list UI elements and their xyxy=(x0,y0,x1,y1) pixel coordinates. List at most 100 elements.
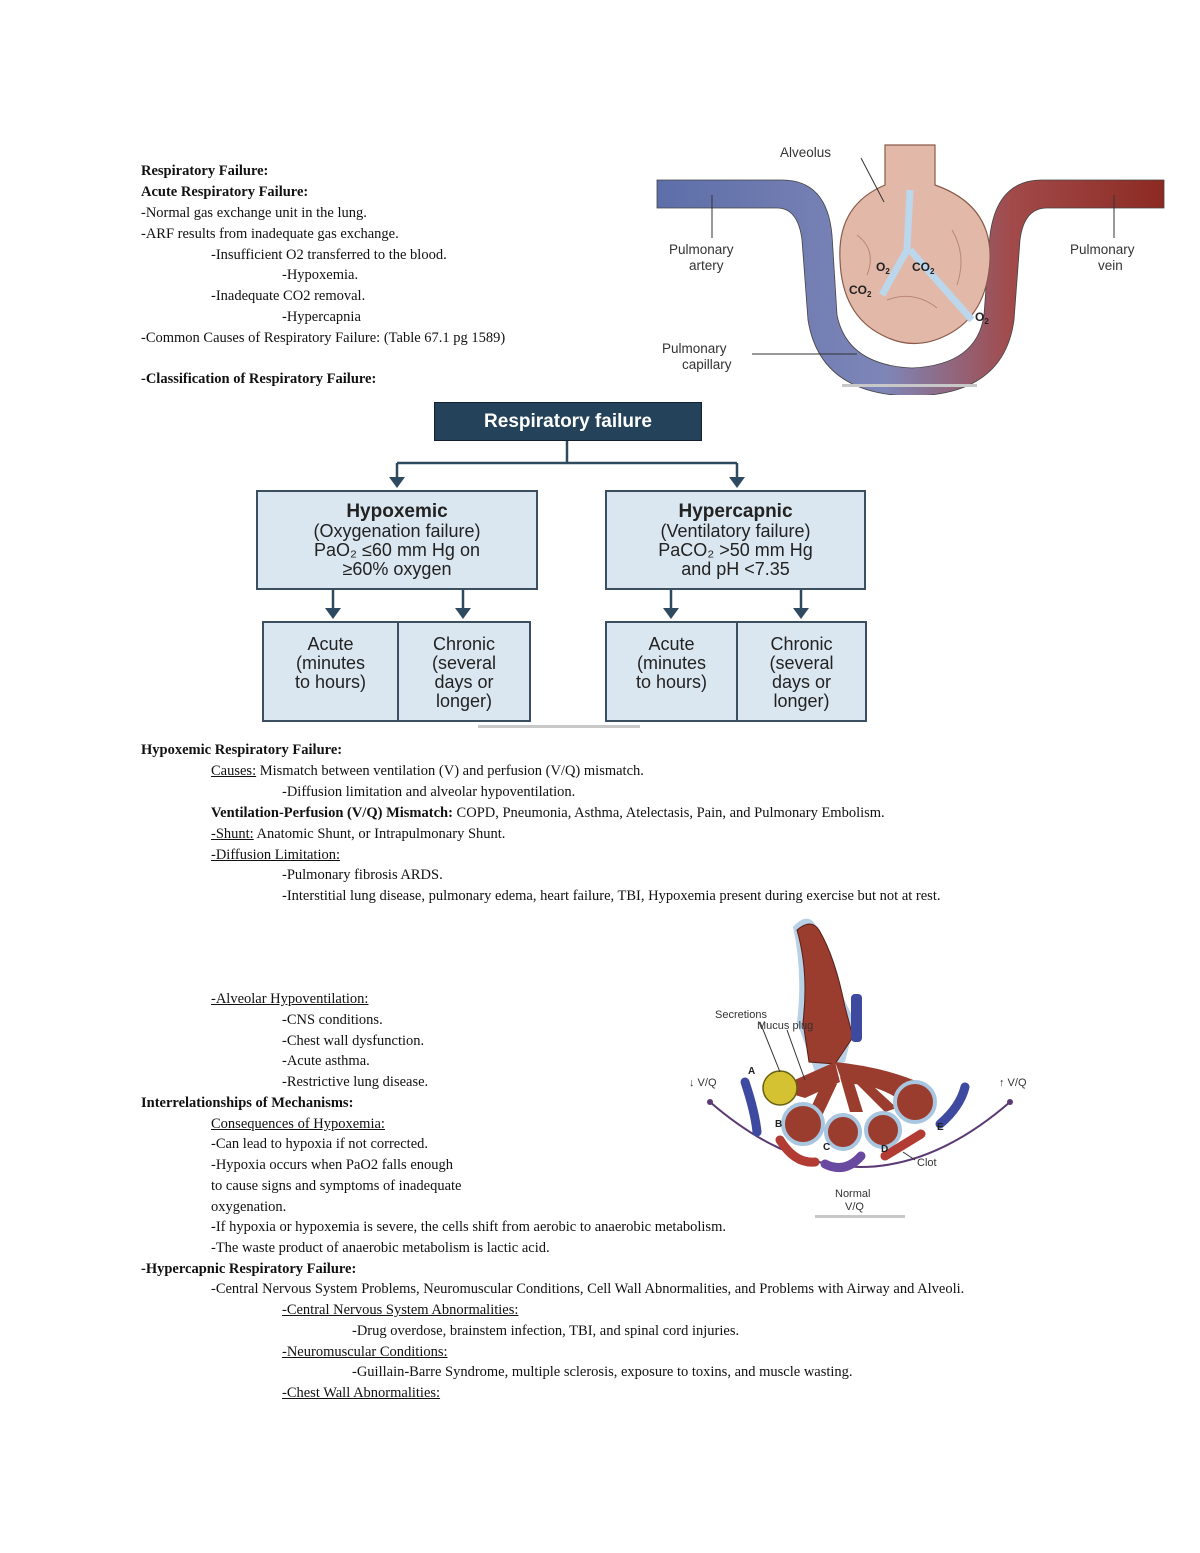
alveolus-diagram: O2 CO2 CO2 O2 Alveolus Pulmonary artery … xyxy=(656,144,1165,395)
o2-label: O xyxy=(876,260,885,274)
svg-text:O2: O2 xyxy=(876,260,890,276)
hypoxemic-line: ≥60% oxygen xyxy=(342,559,452,579)
interrelationships-heading: Interrelationships of Mechanisms: xyxy=(141,1095,354,1111)
vein-label-line1: Pulmonary xyxy=(1070,242,1135,257)
acute-line: (minutes xyxy=(295,653,366,673)
alveolus-label: Alveolus xyxy=(780,145,831,160)
consequence-item: -If hypoxia or hypoxemia is severe, the … xyxy=(211,1219,726,1235)
vein-label-line2: vein xyxy=(1098,258,1123,273)
vq-mismatch-diagram: Secretions Mucus plug ↓ V/Q ↑ V/Q Clot N… xyxy=(689,918,1027,1218)
cns-text: -Drug overdose, brainstem infection, TBI… xyxy=(352,1323,740,1339)
hypercapnic-title: Hypercapnic xyxy=(678,501,793,522)
acute-box-left: Acute (minutes to hours) xyxy=(262,621,399,722)
diffusion-alveolar-line: -Diffusion limitation and alveolar hypov… xyxy=(282,784,576,800)
hypercapnic-line: (Ventilatory failure) xyxy=(660,521,811,541)
chronic-line: days or xyxy=(771,672,832,692)
chronic-box-left: Chronic (several days or longer) xyxy=(397,621,531,722)
consequence-item: -Can lead to hypoxia if not corrected. xyxy=(211,1136,429,1152)
causes-label: Causes: xyxy=(211,763,257,779)
neuro-label: -Neuromuscular Conditions: xyxy=(282,1344,448,1360)
intro-line: -Hypercapnia xyxy=(282,309,361,325)
chronic-box-right: Chronic (several days or longer) xyxy=(736,621,867,722)
svg-text:CO2: CO2 xyxy=(849,283,872,299)
shunt-text: Anatomic Shunt, or Intrapulmonary Shunt. xyxy=(253,826,506,842)
copyright-strip xyxy=(478,725,640,728)
letter-c: C xyxy=(823,1142,830,1153)
chronic-line: longer) xyxy=(773,691,830,711)
intro-line: -Insufficient O2 transferred to the bloo… xyxy=(211,247,447,263)
letter-d: D xyxy=(881,1144,888,1155)
secretions-label: Secretions xyxy=(715,1009,767,1021)
flowchart-connectors xyxy=(325,440,809,619)
low-vq-label: ↓ V/Q xyxy=(689,1077,717,1089)
neuro-text: -Guillain-Barre Syndrome, multiple scler… xyxy=(352,1364,853,1380)
vq-arc xyxy=(709,1101,1011,1168)
artery-label-line1: Pulmonary xyxy=(669,242,734,257)
shunt-label: -Shunt: xyxy=(211,826,254,842)
acute-line: to hours) xyxy=(635,672,708,692)
intro-line: -Inadequate CO2 removal. xyxy=(211,288,366,304)
airway-trunk xyxy=(796,923,854,1065)
alveolar-label: -Alveolar Hypoventilation: xyxy=(211,991,369,1007)
pulmonary-capillary-vessel xyxy=(656,179,1165,395)
acute-box-right: Acute (minutes to hours) xyxy=(605,621,738,722)
chronic-line: Chronic xyxy=(432,634,496,654)
cns-label: -Central Nervous System Abnormalities: xyxy=(282,1302,519,1318)
letter-a: A xyxy=(748,1066,755,1077)
consequence-item: -The waste product of anaerobic metaboli… xyxy=(211,1240,550,1256)
consequence-item: to cause signs and symptoms of inadequat… xyxy=(211,1178,462,1194)
alveolar-item: -Acute asthma. xyxy=(282,1053,370,1069)
vq-line: Ventilation-Perfusion (V/Q) Mismatch: CO… xyxy=(211,804,885,822)
co2-label: CO xyxy=(912,260,930,274)
letter-b: B xyxy=(775,1119,782,1130)
chronic-line: Chronic xyxy=(770,634,833,654)
hypercapnic-causes: -Central Nervous System Problems, Neurom… xyxy=(211,1281,965,1297)
vq-label: Ventilation-Perfusion (V/Q) Mismatch: xyxy=(211,805,453,821)
chronic-line: days or xyxy=(434,672,494,692)
hypercapnic-line: PaCO₂ >50 mm Hg xyxy=(658,540,813,560)
hypoxemic-box: Hypoxemic (Oxygenation failure) PaO₂ ≤60… xyxy=(256,490,538,590)
svg-text:CO2: CO2 xyxy=(912,260,935,276)
intro-line: -Common Causes of Respiratory Failure: (… xyxy=(141,330,506,346)
page-title: Respiratory Failure: xyxy=(141,163,269,179)
chronic-line: longer) xyxy=(435,691,493,711)
alveolar-item: -Chest wall dysfunction. xyxy=(282,1033,425,1049)
co2-label: CO xyxy=(849,283,867,297)
mucus-plug xyxy=(762,1070,798,1106)
chest-wall-label: -Chest Wall Abnormalities: xyxy=(282,1385,441,1401)
acute-line: (minutes xyxy=(636,653,707,673)
hypoxemic-line: (Oxygenation failure) xyxy=(313,521,481,541)
section-heading-acute: Acute Respiratory Failure: xyxy=(141,184,309,200)
normal-vq-label: V/Q xyxy=(845,1201,864,1213)
acute-line: Acute xyxy=(307,634,354,654)
diffusion-item: -Interstitial lung disease, pulmonary ed… xyxy=(282,888,941,904)
shunt-line: -Shunt: Anatomic Shunt, or Intrapulmonar… xyxy=(211,825,505,843)
hypercapnic-box: Hypercapnic (Ventilatory failure) PaCO₂ … xyxy=(605,490,866,590)
consequence-item: oxygenation. xyxy=(211,1199,287,1215)
mucus-plug-label: Mucus plug xyxy=(757,1020,813,1032)
hypoxemic-heading: Hypoxemic Respiratory Failure: xyxy=(141,742,343,758)
causes-text: Mismatch between ventilation (V) and per… xyxy=(256,763,644,779)
svg-text:O2: O2 xyxy=(975,310,989,326)
chronic-line: (several xyxy=(431,653,497,673)
o2-label: O xyxy=(975,310,984,324)
alveolar-item: -Restrictive lung disease. xyxy=(282,1074,429,1090)
alveolar-item: -CNS conditions. xyxy=(282,1012,383,1028)
capillary-label-line2: capillary xyxy=(682,357,732,372)
flowchart-root: Respiratory failure xyxy=(434,402,702,441)
acute-line: to hours) xyxy=(294,672,367,692)
high-vq-label: ↑ V/Q xyxy=(999,1077,1027,1089)
consequence-item: -Hypoxia occurs when PaO2 falls enough xyxy=(211,1157,454,1173)
causes-line: Causes: Mismatch between ventilation (V)… xyxy=(211,762,644,780)
hypercapnic-heading: -Hypercapnic Respiratory Failure: xyxy=(141,1261,357,1277)
normal-label: Normal xyxy=(835,1188,870,1200)
chronic-line: (several xyxy=(769,653,834,673)
letter-e: E xyxy=(937,1122,944,1133)
diffusion-label: -Diffusion Limitation: xyxy=(211,847,341,863)
intro-line: -ARF results from inadequate gas exchang… xyxy=(141,226,399,242)
acute-line: Acute xyxy=(648,634,695,654)
hypercapnic-line: and pH <7.35 xyxy=(681,559,790,579)
diffusion-item: -Pulmonary fibrosis ARDS. xyxy=(282,867,443,883)
consequences-label: Consequences of Hypoxemia: xyxy=(211,1116,385,1132)
intro-line: -Normal gas exchange unit in the lung. xyxy=(141,205,367,221)
